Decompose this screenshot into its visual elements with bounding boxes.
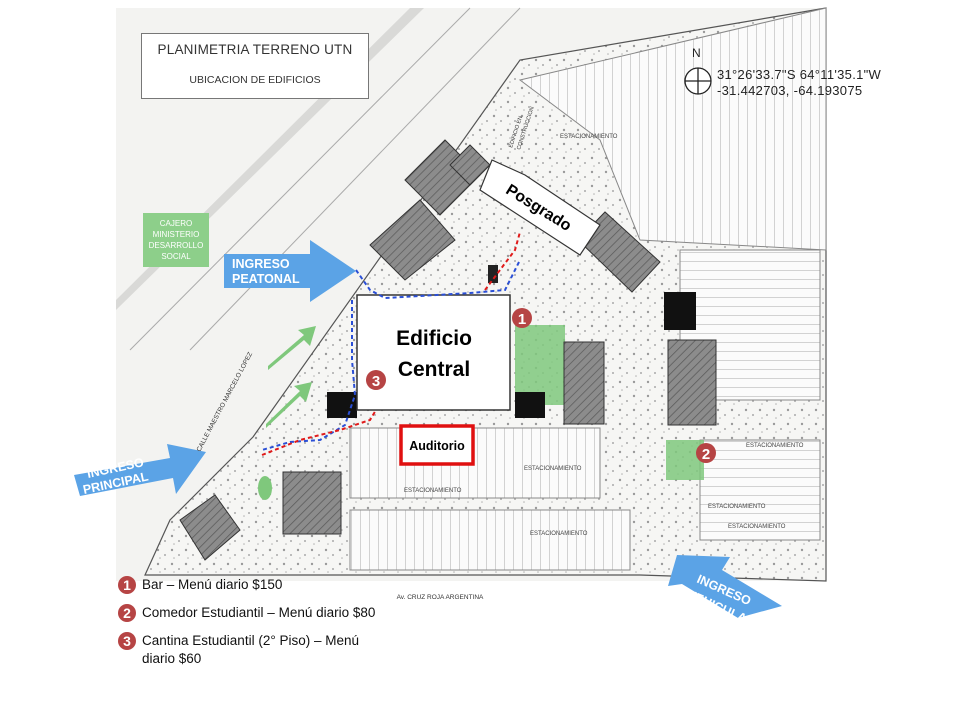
auditorio-label: Auditorio <box>409 439 465 453</box>
central-line2: Central <box>398 358 470 381</box>
map-subtitle: UBICACION DE EDIFICIOS <box>189 74 321 86</box>
map-title-box: PLANIMETRIA TERRENO UTN UBICACION DE EDI… <box>141 33 369 99</box>
svg-text:CAJERO: CAJERO <box>160 219 192 228</box>
svg-text:ESTACIONAMIENTO: ESTACIONAMIENTO <box>404 488 462 494</box>
marker-1-icon: 1 <box>512 308 532 328</box>
compass-label: N <box>692 46 701 60</box>
parking-labels: ESTACIONAMIENTO ESTACIONAMIENTO ESTACION… <box>404 134 804 537</box>
edificio-central <box>356 294 511 411</box>
map-title: PLANIMETRIA TERRENO UTN <box>157 42 353 57</box>
svg-text:MINISTERIO: MINISTERIO <box>153 230 200 239</box>
legend-badge-1-icon: 1 <box>118 576 136 594</box>
avenida-label: Av. CRUZ ROJA ARGENTINA <box>397 594 484 601</box>
svg-text:ESTACIONAMIENTO: ESTACIONAMIENTO <box>728 524 786 530</box>
arrow-peatonal <box>224 240 356 302</box>
peatonal-label: INGRESO PEATONAL <box>232 257 300 286</box>
path-blue-north <box>355 259 521 300</box>
marker-3-icon: 3 <box>366 370 386 390</box>
building-right <box>667 339 717 426</box>
parking-north <box>518 7 827 251</box>
svg-text:1: 1 <box>518 311 526 328</box>
legend-text: Cantina Estudiantil (2° Piso) – Menú dia… <box>142 633 360 666</box>
legend-item: 2 Comedor Estudiantil – Menú diario $80 <box>118 604 438 622</box>
svg-text:ESTACIONAMIENTO: ESTACIONAMIENTO <box>560 134 618 140</box>
arrow-vehicular <box>668 555 782 618</box>
path-blue-west <box>261 300 357 451</box>
parking-southeast <box>699 439 821 541</box>
building-ne2 <box>369 199 456 281</box>
coordinates-decimal: -31.442703, -64.193075 <box>717 83 863 98</box>
svg-text:ESTACIONAMIENTO: ESTACIONAMIENTO <box>530 531 588 537</box>
svg-text:INGRESO: INGRESO <box>232 257 290 271</box>
path-red-north <box>484 231 521 291</box>
svg-text:3: 3 <box>372 373 380 390</box>
parking-central <box>349 427 601 499</box>
marker-2-icon: 2 <box>696 443 716 463</box>
arrow-green-1 <box>268 326 316 370</box>
cajero-label: CAJERO MINISTERIO DESARROLLO SOCIAL <box>149 219 204 261</box>
building-east <box>577 211 661 293</box>
svg-text:ESTACIONAMIENTO: ESTACIONAMIENTO <box>746 443 804 449</box>
legend: 1 Bar – Menú diario $150 2 Comedor Estud… <box>118 576 438 678</box>
auditorio-building <box>399 424 475 466</box>
building-mid <box>563 341 605 425</box>
arrow-green-2 <box>266 382 312 428</box>
cajero-box <box>143 213 209 267</box>
parking-south <box>349 509 631 571</box>
svg-text:ESTACIONAMIENTO: ESTACIONAMIENTO <box>524 466 582 472</box>
legend-text: Bar – Menú diario $150 <box>142 577 283 592</box>
building-southwest <box>282 471 342 535</box>
svg-text:SOCIAL: SOCIAL <box>161 252 191 261</box>
legend-text: Comedor Estudiantil – Menú diario $80 <box>142 605 376 620</box>
svg-text:DESARROLLO: DESARROLLO <box>149 241 204 250</box>
posgrado-building <box>479 159 601 256</box>
svg-text:ESTACIONAMIENTO: ESTACIONAMIENTO <box>708 504 766 510</box>
svg-text:PEATONAL: PEATONAL <box>232 272 300 286</box>
svg-text:2: 2 <box>702 446 710 463</box>
central-line1: Edificio <box>396 327 472 350</box>
legend-badge-2-icon: 2 <box>118 604 136 622</box>
legend-item: 3 Cantina Estudiantil (2° Piso) – Menú d… <box>118 632 438 668</box>
legend-item: 1 Bar – Menú diario $150 <box>118 576 438 594</box>
legend-badge-3-icon: 3 <box>118 632 136 650</box>
coordinates-dms: 31°26'33.7"S 64°11'35.1"W <box>717 67 882 82</box>
arrow-principal <box>74 444 206 496</box>
